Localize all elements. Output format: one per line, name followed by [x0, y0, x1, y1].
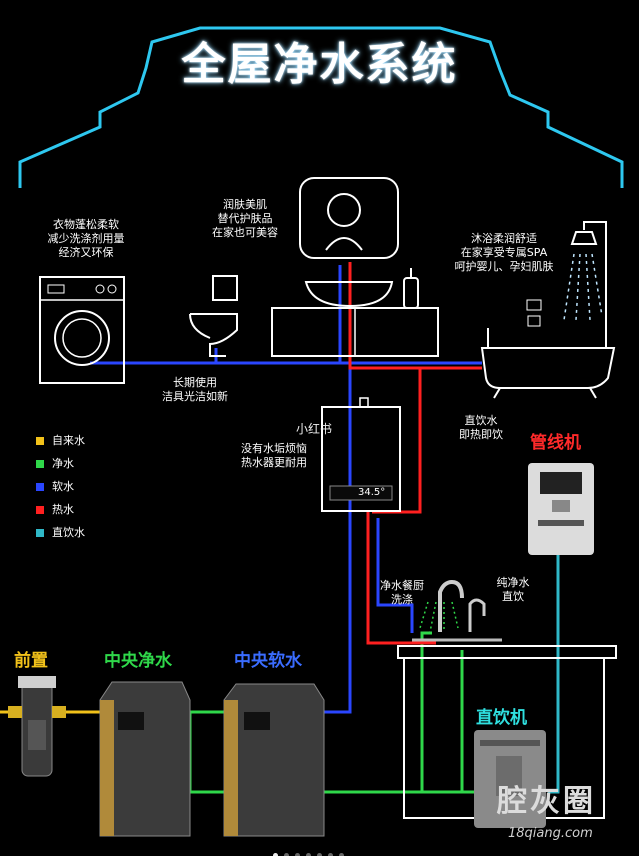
water-heater-icon	[321, 397, 401, 512]
legend-swatch	[36, 483, 44, 491]
central-purifier-icon	[99, 681, 191, 837]
central-softener-icon	[223, 683, 325, 837]
legend-item: 直饮水	[36, 525, 85, 548]
kitchen-sink-icon	[397, 579, 617, 819]
label-prefilter: 前置	[14, 651, 48, 671]
legend-swatch	[36, 437, 44, 445]
mirror-icon	[299, 177, 399, 259]
legend-item: 热水	[36, 502, 85, 525]
legend: 自来水净水软水热水直饮水	[36, 433, 85, 548]
caption-heater: 没有水垢烦恼 热水器更耐用	[241, 442, 307, 469]
toilet-icon	[189, 275, 238, 357]
label-central-softener: 中央软水	[234, 651, 302, 671]
legend-swatch	[36, 529, 44, 537]
label-central-purifier: 中央净水	[104, 651, 172, 671]
legend-label: 自来水	[52, 434, 85, 447]
shower-icon	[526, 221, 607, 348]
pager-dot[interactable]	[339, 853, 344, 856]
pipeline-machine-icon	[528, 463, 594, 555]
pager-dot[interactable]	[328, 853, 333, 856]
caption-laundry: 衣物蓬松柔软 减少洗涤剂用量 经济又环保	[47, 218, 125, 259]
legend-label: 软水	[52, 480, 74, 493]
pager-dot[interactable]	[295, 853, 300, 856]
pager-dot[interactable]	[306, 853, 311, 856]
page-title: 全屋净水系统	[181, 39, 458, 90]
legend-item: 净水	[36, 456, 85, 479]
caption-bath: 沐浴柔润舒适 在家享受专属SPA 呵护婴儿、孕妇肌肤	[454, 232, 554, 273]
heater-display: 34.5°	[358, 487, 386, 498]
sink-cabinet-icon	[271, 268, 439, 357]
label-drinking-machine: 直饮机	[476, 708, 527, 728]
pipe-drinking-water	[548, 548, 560, 794]
legend-item: 自来水	[36, 433, 85, 456]
watermark-brand: 腔灰圈	[497, 784, 596, 819]
washing-machine-icon	[39, 276, 125, 384]
legend-label: 热水	[52, 503, 74, 516]
drinking-machine-icon	[474, 730, 546, 828]
legend-label: 直饮水	[52, 526, 85, 539]
prefilter-icon	[8, 676, 66, 777]
caption-toilet: 长期使用 洁具光洁如新	[162, 376, 228, 403]
legend-swatch	[36, 460, 44, 468]
caption-pure: 纯净水 直饮	[496, 576, 530, 603]
bathtub-icon	[480, 328, 616, 399]
pager-dot[interactable]	[284, 853, 289, 856]
pager-dot[interactable]	[317, 853, 322, 856]
legend-swatch	[36, 506, 44, 514]
label-pipeline-machine: 管线机	[530, 433, 581, 453]
carousel-pager[interactable]	[270, 843, 347, 856]
caption-drink-hot: 直饮水 即热即饮	[459, 414, 503, 441]
pager-dot[interactable]	[273, 853, 278, 856]
legend-item: 软水	[36, 479, 85, 502]
caption-skin: 润肤美肌 替代护肤品 在家也可美容	[212, 198, 278, 239]
roof-line	[18, 26, 624, 188]
legend-label: 净水	[52, 457, 74, 470]
watermark-xhs: 小红书	[296, 422, 333, 436]
pipe-soft-water-kitchen	[376, 518, 414, 633]
watermark-site: 18qiang.com	[508, 826, 593, 841]
caption-kitchen: 净水餐厨 洗涤	[380, 579, 424, 606]
